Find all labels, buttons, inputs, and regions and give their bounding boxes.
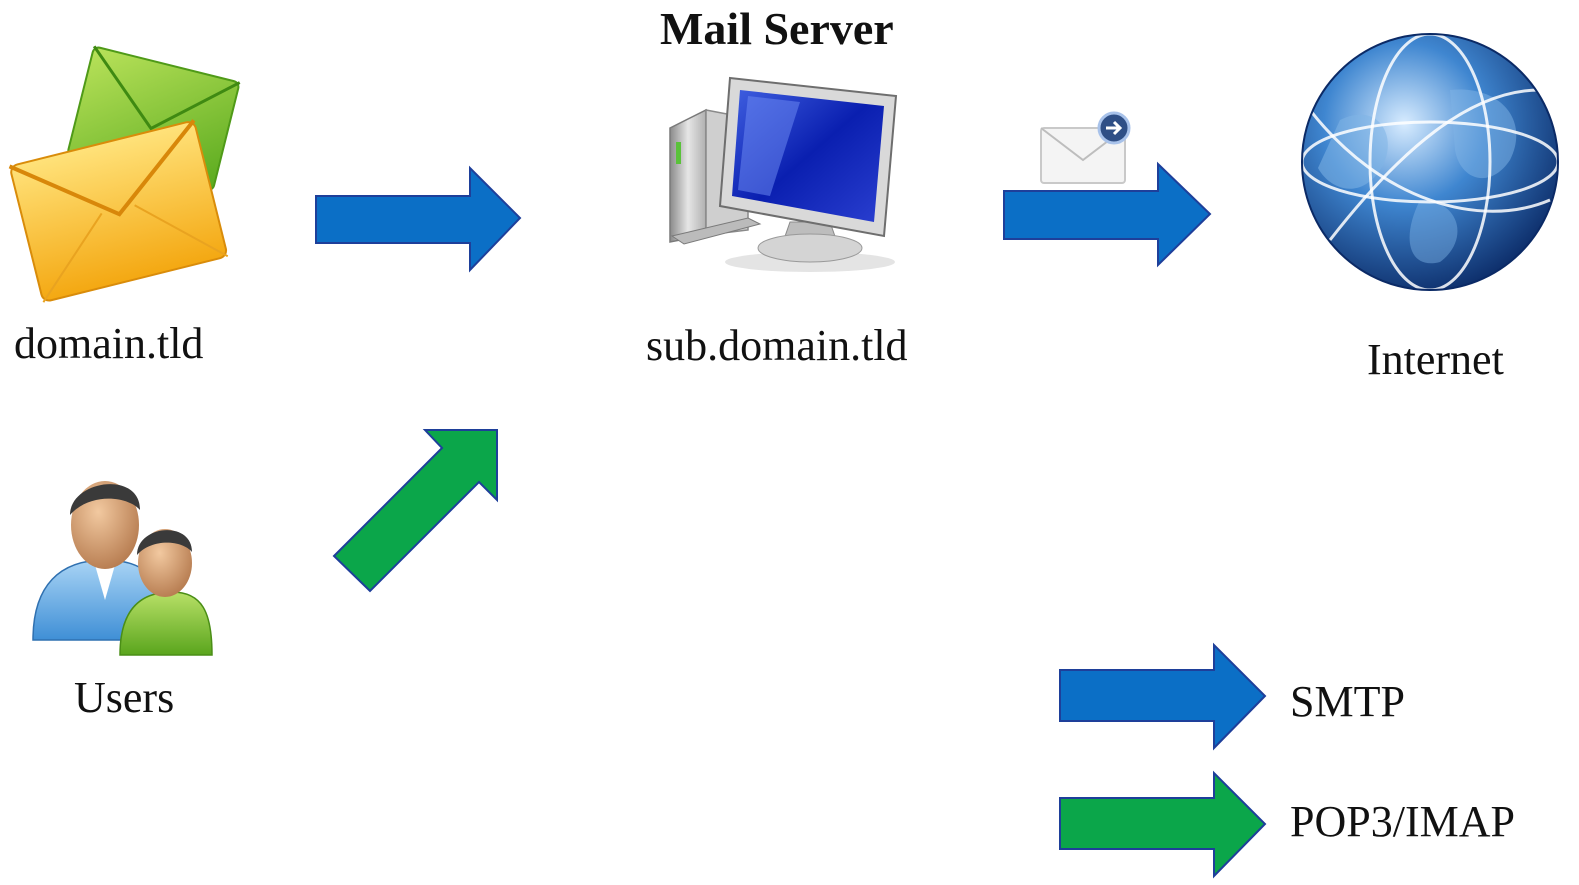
legend-pop3-arrow — [1059, 770, 1267, 879]
users-label: Users — [74, 673, 175, 722]
envelopes-icon — [8, 45, 241, 303]
legend-pop3-label: POP3/IMAP — [1290, 797, 1515, 846]
legend-smtp-arrow — [1059, 642, 1267, 751]
source-label: domain.tld — [14, 319, 204, 368]
internet-label: Internet — [1367, 335, 1504, 384]
pop3-arrow-users-to-server — [332, 429, 498, 593]
diagram-title: Mail Server — [660, 3, 894, 54]
globe-icon — [1300, 32, 1560, 292]
mail-send-icon — [1040, 111, 1131, 184]
users-icon — [32, 481, 213, 656]
smtp-arrow-server-to-internet — [1003, 161, 1212, 268]
server-label: sub.domain.tld — [646, 321, 908, 370]
computer-icon — [669, 76, 898, 272]
legend-smtp-label: SMTP — [1290, 677, 1405, 726]
smtp-arrow-source-to-server — [315, 165, 522, 273]
